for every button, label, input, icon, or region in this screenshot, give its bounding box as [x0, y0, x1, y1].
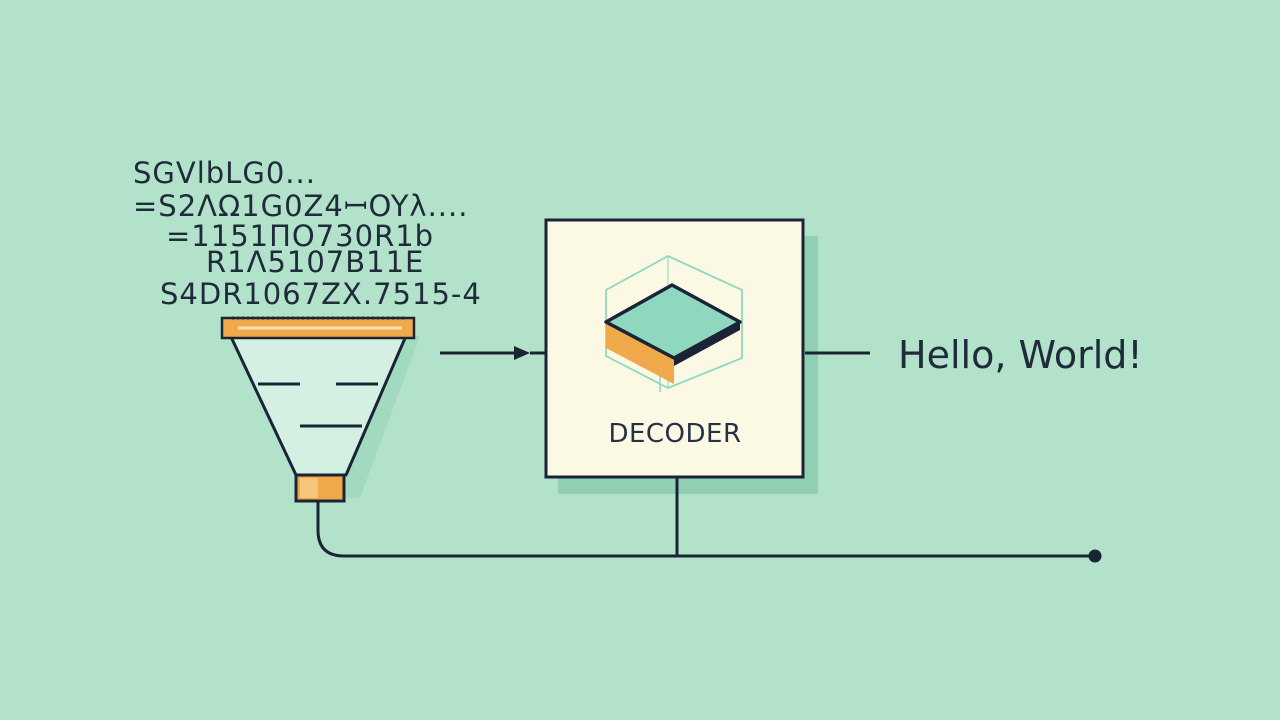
- output-text: Hello, World!: [898, 333, 1143, 377]
- bottom-bus-line: [316, 477, 1102, 563]
- encoded-text-block: SGVlbLG0... =S2ΛΩ1G0Z4ꟷOYλ.... =1151ΠΟ73…: [133, 156, 482, 311]
- decoder-box: DECODER: [544, 218, 818, 494]
- bus-end-dot: [1088, 549, 1102, 563]
- funnel-icon: [220, 316, 420, 503]
- cube-icon: [604, 254, 743, 392]
- arrow-icon: [440, 346, 546, 360]
- decoder-label: DECODER: [608, 419, 741, 449]
- encoded-line-5: S4DR1067ZX.7515-4: [160, 277, 482, 311]
- encoded-line-2: =S2ΛΩ1G0Z4ꟷOYλ....: [133, 189, 468, 223]
- encoded-line-1: SGVlbLG0...: [133, 156, 316, 190]
- encoded-line-3: =1151ΠΟ730R1b: [166, 219, 434, 253]
- encoded-line-4: R1Λ5107B11E: [206, 245, 424, 279]
